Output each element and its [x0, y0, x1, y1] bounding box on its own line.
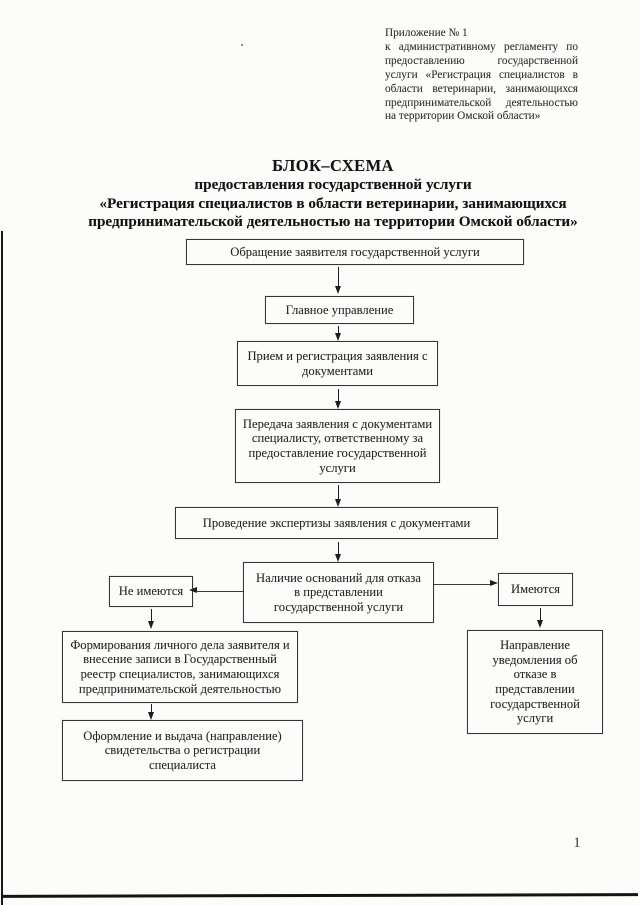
flow-box-transfer-text: Передача заявления с документами	[242, 416, 433, 431]
annotation-line: предоставлению государственной	[385, 54, 578, 67]
page-title: БЛОК–СХЕМА предоставления государственно…	[26, 156, 640, 232]
scan-speck	[241, 44, 243, 46]
flow-box-decision-text: государственной услуги	[273, 599, 404, 614]
flow-box-decision-text: Наличие оснований для отказа	[256, 570, 421, 585]
flow-box-formation-text: Формирования личного дела заявителя и	[70, 637, 290, 652]
flow-box-decision: Наличие оснований для отказа в представл…	[243, 562, 434, 623]
flow-box-expertise: Проведение экспертизы заявления с докуме…	[175, 507, 498, 539]
flow-box-application: Обращение заявителя государственной услу…	[186, 239, 524, 265]
flow-box-grounds-exist-text: Имеются	[511, 582, 560, 597]
flow-box-formation: Формирования личного дела заявителя и вн…	[62, 631, 298, 703]
flow-box-issue-text: свидетельства о регистрации	[104, 743, 261, 758]
arrow-down-application-to-main	[334, 267, 341, 294]
flow-box-notification-text: отказе в	[513, 667, 557, 682]
flow-box-main-department-text: Главное управление	[285, 302, 394, 317]
arrow-down-expertise-to-decision	[334, 542, 341, 562]
flow-box-expertise-text: Проведение экспертизы заявления с докуме…	[202, 515, 471, 530]
flow-box-reception-text: Прием и регистрация заявления с	[247, 348, 428, 363]
flow-box-notification-text: уведомления об	[492, 652, 578, 667]
flow-box-formation-text: предпринимательской деятельностью	[78, 681, 282, 696]
scan-edge-line-left	[0, 231, 3, 905]
flow-box-issue-text: Оформление и выдача (направление)	[83, 728, 282, 743]
annotation-line: предпринимательской деятельностью	[385, 96, 578, 109]
title-line-2: предоставления государственной услуги	[194, 176, 472, 193]
arrow-down-transfer-to-expertise	[334, 485, 341, 507]
flow-box-notification: Направление уведомления об отказе в пред…	[467, 630, 603, 734]
scan-edge-line-bottom	[1, 893, 639, 898]
flow-box-issue: Оформление и выдача (направление) свидет…	[62, 720, 303, 781]
flow-box-decision-text: в представлении	[294, 585, 383, 600]
flow-box-transfer-text: предоставление государственной	[248, 446, 427, 460]
flow-box-formation-text: реестр специалистов, занимающихся	[80, 667, 280, 681]
flow-box-transfer-text: услуги	[319, 460, 356, 475]
annotation-line: к административному регламенту по	[385, 40, 578, 53]
flow-box-issue-text: специалиста	[149, 757, 216, 772]
arrow-down-main-to-reception	[334, 326, 341, 341]
annotation-line: услуги «Регистрация специалистов в	[385, 68, 578, 81]
arrow-down-reception-to-transfer	[334, 389, 341, 409]
arrow-right-decision-to-grounds-exist	[434, 580, 498, 587]
page-number: 1	[573, 835, 581, 851]
title-line-3: «Регистрация специалистов в области вете…	[99, 194, 567, 212]
flow-box-notification-text: представлении	[495, 682, 575, 696]
flow-box-notification-text: Направление	[500, 638, 570, 653]
annotation-line: Приложение № 1	[385, 27, 468, 39]
title-line-4: предпринимательской деятельностью на тер…	[88, 213, 578, 231]
appendix-annotation: Приложение № 1 к административному регла…	[385, 27, 578, 124]
flow-box-reception-text: документами	[301, 363, 374, 378]
flow-box-no-grounds: Не имеются	[109, 576, 193, 607]
arrow-left-decision-to-no-grounds	[189, 587, 243, 594]
arrow-down-formation-to-issue	[147, 704, 154, 720]
flow-box-main-department: Главное управление	[265, 296, 414, 324]
flow-box-reception: Прием и регистрация заявления с документ…	[237, 341, 438, 386]
flow-box-application-text: Обращение заявителя государственной услу…	[230, 244, 480, 259]
annotation-line: на территории Омской области»	[385, 110, 541, 123]
flow-box-transfer-text: специалисту, ответственному за	[251, 431, 424, 446]
flow-box-transfer: Передача заявления с документами специал…	[235, 409, 440, 483]
arrow-down-grounds-exist-to-notification	[536, 608, 543, 628]
flow-box-formation-text: внесение записи в Государственный	[83, 652, 277, 667]
flow-box-notification-text: государственной	[490, 696, 580, 711]
flow-box-grounds-exist: Имеются	[498, 573, 573, 606]
flow-box-notification-text: услуги	[516, 711, 554, 726]
arrow-down-no-grounds-to-formation	[147, 609, 154, 629]
annotation-line: области ветеринарии, занимающихся	[385, 82, 578, 95]
flow-box-no-grounds-text: Не имеются	[118, 584, 184, 599]
title-line-1: БЛОК–СХЕМА	[272, 156, 394, 175]
